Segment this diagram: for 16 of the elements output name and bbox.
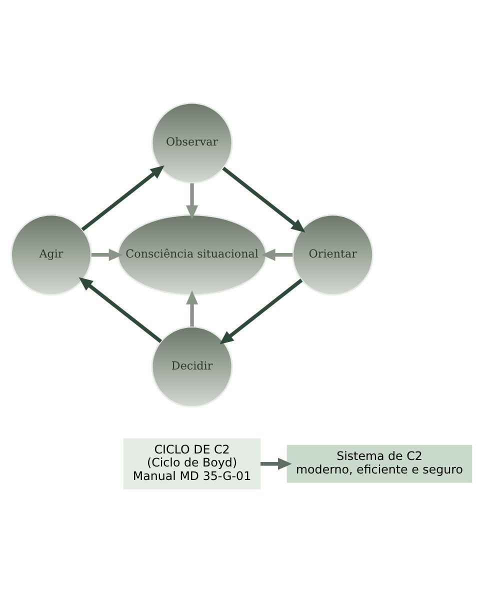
node-box: CICLO DE C2 (Ciclo de Boyd) Manual MD 35-G-01 [124,438,261,489]
node-circle: Agir [10,214,92,296]
node-circle: Decidir [151,326,233,408]
node-box: Sistema de C2 moderno, eficiente e seguro [286,444,472,482]
node-circle: Observar [151,102,233,184]
arrow [186,290,198,326]
arrow [222,166,306,232]
node-circle: Orientar [292,214,374,296]
node-ellipse: Consciência situacional [117,214,267,296]
arrow [91,248,123,260]
arrow [186,182,198,219]
arrow [260,457,292,470]
arrow [81,164,164,231]
arrow [220,278,303,344]
arrow [78,276,162,343]
arrow [261,248,293,260]
